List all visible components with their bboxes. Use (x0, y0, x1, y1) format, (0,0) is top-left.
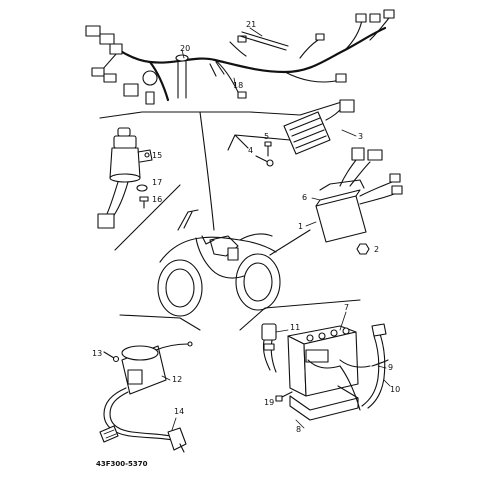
wire-clip (99, 425, 119, 443)
washer (136, 184, 148, 192)
cdi-unit (305, 147, 403, 243)
breather-hose (339, 359, 389, 369)
battery-lead (261, 323, 289, 373)
motorcycle-outline (157, 209, 281, 317)
callout-21: 21 (246, 20, 256, 29)
callout-17: 17 (152, 178, 162, 187)
callout-14: 14 (174, 407, 184, 416)
battery (287, 325, 361, 411)
main-switch (97, 127, 153, 229)
bolt (255, 155, 274, 167)
callout-18: 18 (233, 81, 243, 90)
wire-harness (85, 9, 395, 105)
callout-7: 7 (344, 303, 349, 312)
rectifier-regulator (283, 99, 357, 155)
nut (356, 243, 370, 255)
callout-3: 3 (358, 132, 363, 141)
screw (139, 196, 149, 209)
callout-16: 16 (152, 195, 162, 204)
terminal-bolt (275, 391, 293, 402)
battery-case (289, 385, 359, 429)
callout-20: 20 (180, 44, 190, 53)
callout-5: 5 (264, 132, 269, 141)
callout-13: 13 (92, 349, 102, 358)
callout-4: 4 (248, 146, 253, 155)
leader-line (339, 311, 347, 331)
callout-15: 15 (152, 151, 162, 160)
callout-6: 6 (302, 193, 307, 202)
bolt (103, 351, 120, 363)
drawing-code: 43F300-5370 (96, 460, 148, 468)
callout-10: 10 (390, 385, 400, 394)
callout-1: 1 (298, 222, 303, 231)
callout-12: 12 (172, 375, 182, 384)
bolt (264, 141, 272, 157)
callout-19: 19 (264, 398, 274, 407)
callout-8: 8 (296, 425, 301, 434)
harness-connector (85, 25, 101, 37)
callout-9: 9 (388, 363, 393, 372)
battery-band (361, 323, 391, 409)
callout-2: 2 (374, 245, 379, 254)
callout-11: 11 (290, 323, 300, 332)
